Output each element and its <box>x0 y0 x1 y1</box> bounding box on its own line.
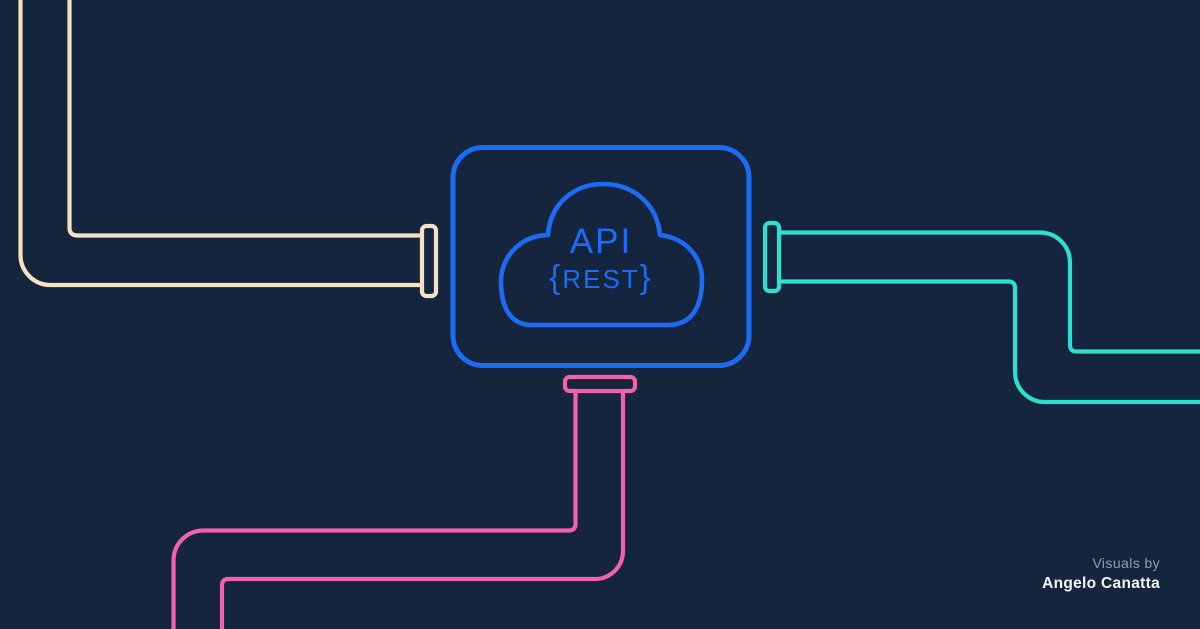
attribution-prefix: Visuals by <box>1092 555 1160 571</box>
right-pipe-top-wall <box>778 230 1200 354</box>
rest-close-brace-glyph: } <box>640 258 653 295</box>
attribution-author: Angelo Canatta <box>1042 575 1160 592</box>
api-title: API <box>570 222 632 261</box>
cloud-icon <box>498 181 705 328</box>
bottom-pipe-right-wall <box>219 390 626 629</box>
left-pipe-outer-wall <box>18 0 421 288</box>
right-pipe-flange <box>762 220 782 294</box>
rest-open-brace-glyph: { <box>549 258 562 295</box>
api-box-group: API {REST} <box>450 145 752 368</box>
bottom-pipe-left-wall <box>171 390 578 629</box>
rest-label: REST <box>562 264 639 294</box>
right-pipe <box>762 220 1200 405</box>
api-box <box>450 145 752 368</box>
bottom-pipe-flange <box>562 374 638 394</box>
bottom-pipe <box>171 374 638 629</box>
left-pipe <box>18 0 439 299</box>
left-pipe-inner-wall <box>67 0 421 238</box>
left-pipe-flange <box>419 223 439 299</box>
right-pipe-bottom-wall <box>778 279 1200 405</box>
rest-subtitle: {REST} <box>549 258 652 295</box>
attribution: Visuals by Angelo Canatta <box>1042 555 1160 592</box>
